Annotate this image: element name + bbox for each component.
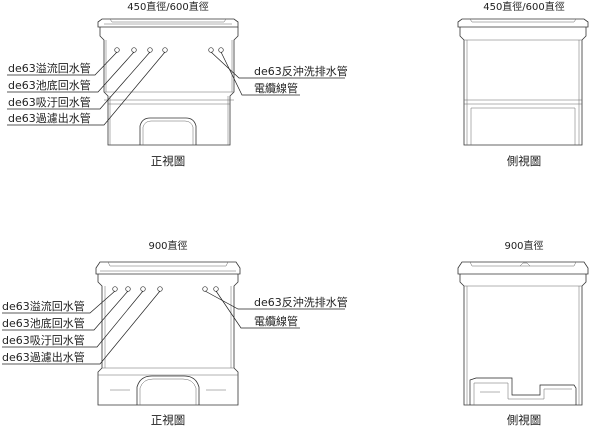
large-side-size-title: 900直徑 xyxy=(504,239,543,252)
large-front-lid xyxy=(95,261,241,275)
small-front-body xyxy=(99,27,239,146)
label-suction-return: de63吸汙回水管 xyxy=(2,333,85,347)
small-tank-side-view: 450直徑/600直徑 側視圖 xyxy=(457,0,589,168)
large-front-caption: 正視圖 xyxy=(151,413,186,426)
label-overflow-return: de63溢流回水管 xyxy=(8,61,91,75)
large-front-pipe-ports xyxy=(112,286,219,292)
small-front-right-labels: de63反沖洗排水管 電纜線管 xyxy=(254,64,348,95)
small-front-lid xyxy=(97,18,239,28)
label-filter-outlet: de63過濾出水管 xyxy=(2,350,85,364)
label-cable-conduit: 電纜線管 xyxy=(254,81,298,95)
large-front-left-labels: de63溢流回水管 de63池底回水管 de63吸汙回水管 de63過濾出水管 xyxy=(2,299,85,364)
small-side-caption: 側視圖 xyxy=(507,154,542,168)
small-front-size-title: 450直徑/600直徑 xyxy=(127,0,209,13)
large-front-size-title: 900直徑 xyxy=(148,239,187,252)
small-front-pipe-ports xyxy=(114,47,224,53)
label-backwash-drain: de63反沖洗排水管 xyxy=(254,295,348,309)
small-tank-front-view: 450直徑/600直徑 xyxy=(7,0,348,168)
large-front-leader-lines xyxy=(2,290,345,365)
large-side-caption: 側視圖 xyxy=(507,413,542,426)
label-cable-conduit: 電纜線管 xyxy=(254,314,298,328)
label-floor-return: de63池底回水管 xyxy=(2,316,85,330)
small-side-size-title: 450直徑/600直徑 xyxy=(483,0,565,13)
label-floor-return: de63池底回水管 xyxy=(8,78,91,92)
small-front-leader-lines xyxy=(7,51,345,126)
small-front-left-labels: de63溢流回水管 de63池底回水管 de63吸汙回水管 de63過濾出水管 xyxy=(8,61,91,125)
large-tank-front-view: 900直徑 xyxy=(2,239,348,426)
label-suction-return: de63吸汙回水管 xyxy=(8,95,91,109)
label-filter-outlet: de63過濾出水管 xyxy=(8,111,91,125)
large-tank-side-view: 900直徑 側視圖 xyxy=(457,239,589,426)
large-front-body xyxy=(97,274,239,406)
label-overflow-return: de63溢流回水管 xyxy=(2,299,85,313)
label-backwash-drain: de63反沖洗排水管 xyxy=(254,64,348,78)
small-front-caption: 正視圖 xyxy=(151,154,186,168)
large-front-right-labels: de63反沖洗排水管 電纜線管 xyxy=(254,295,348,328)
